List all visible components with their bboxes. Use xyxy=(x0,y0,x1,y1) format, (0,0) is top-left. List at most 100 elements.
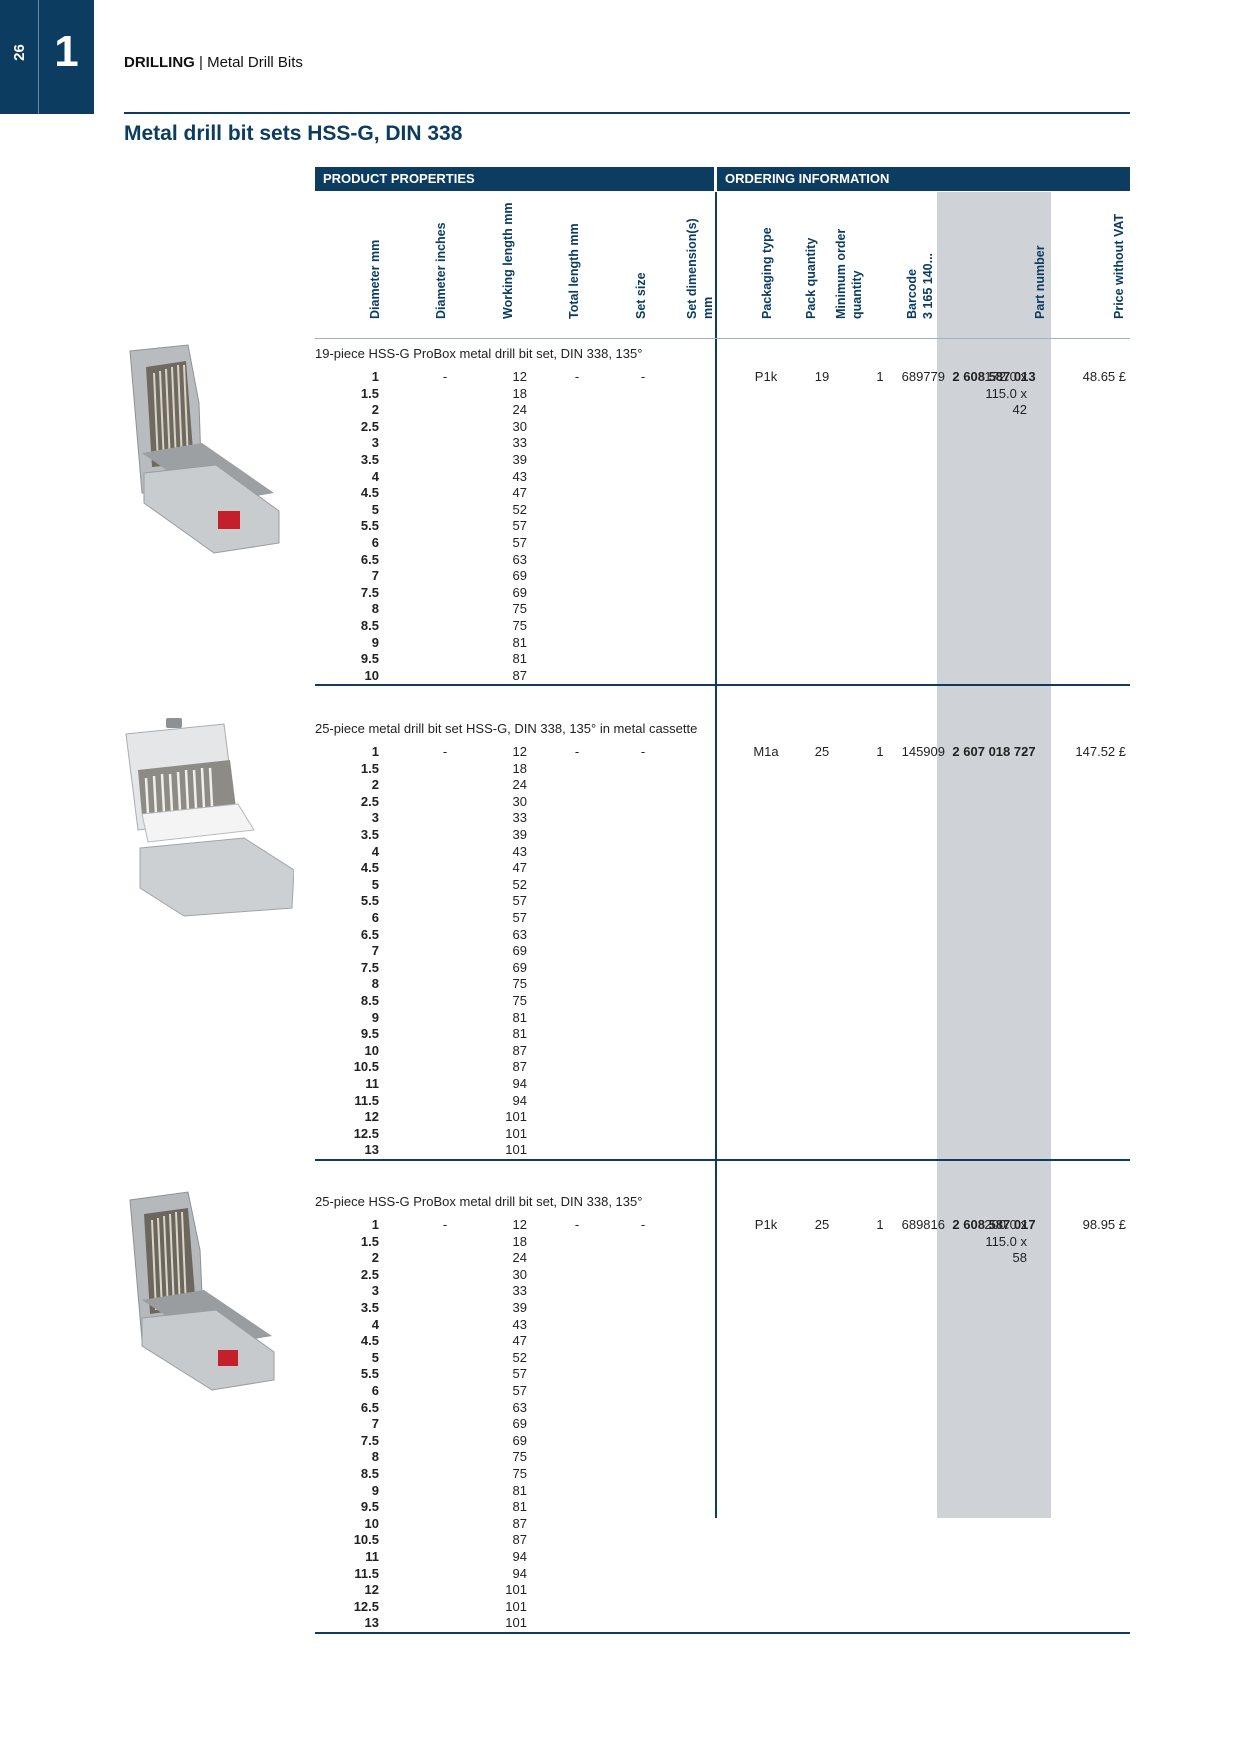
diameter-cell: 8.5 xyxy=(360,993,379,1008)
set-dimension-cell: 58 xyxy=(1012,1250,1027,1266)
diameter-cell: 7.5 xyxy=(360,584,379,600)
working-length-cell: 30 xyxy=(512,793,527,809)
working-length-cell: 12 xyxy=(512,1217,527,1232)
diameter-inches-cell: - xyxy=(442,744,448,759)
total-length-cell: - xyxy=(574,369,580,384)
working-length-cell: 47 xyxy=(512,485,527,501)
diameter-cell: 7.5 xyxy=(360,959,379,975)
working-length-cell: 57 xyxy=(512,535,527,550)
part-number-cell: 2 608 587 017 xyxy=(952,1217,1036,1232)
working-length-cell: 69 xyxy=(512,584,527,600)
working-length-cell: 30 xyxy=(512,418,527,434)
diameter-cell: 12 xyxy=(364,1109,379,1125)
working-length-cell: 75 xyxy=(512,976,527,992)
working-length-cell: 81 xyxy=(512,1482,527,1498)
working-length-cell: 52 xyxy=(512,876,527,892)
working-length-cell: 81 xyxy=(512,1499,527,1515)
barcode-cell: 689779 xyxy=(901,369,945,384)
diameter-cell: 9.5 xyxy=(360,1026,379,1042)
working-length-cell: 75 xyxy=(512,993,527,1008)
diameter-cell: 1.5 xyxy=(360,760,379,776)
diameter-cell: 6 xyxy=(371,535,379,550)
table-row: 8 75 xyxy=(315,975,1130,992)
working-length-cell: 101 xyxy=(505,1582,527,1598)
section-caption: 19-piece HSS-G ProBox metal drill bit se… xyxy=(315,346,643,361)
working-length-cell: 63 xyxy=(512,551,527,567)
diameter-cell: 2.5 xyxy=(360,418,379,434)
tab-divider xyxy=(38,0,39,114)
diameter-cell: 11 xyxy=(365,1549,379,1564)
section-bottom-rule xyxy=(315,1159,1130,1161)
working-length-cell: 33 xyxy=(512,1283,527,1299)
diameter-inches-cell: - xyxy=(442,369,448,384)
diameter-cell: 8 xyxy=(371,601,379,617)
diameter-cell: 4 xyxy=(371,468,379,484)
working-length-cell: 87 xyxy=(512,1532,527,1548)
diameter-cell: 9 xyxy=(371,1009,379,1025)
set-dimension-cell: 42 xyxy=(1012,402,1027,418)
diameter-cell: 10.5 xyxy=(353,1532,379,1548)
pack-quantity-cell: 25 xyxy=(814,1217,830,1232)
packaging-type-cell: P1k xyxy=(754,369,778,384)
diameter-cell: 8 xyxy=(371,1449,379,1465)
price-cell: 98.95 £ xyxy=(1082,1217,1126,1232)
product-properties-header: PRODUCT PROPERTIES xyxy=(315,167,714,191)
total-length-cell: - xyxy=(574,744,580,759)
diameter-cell: 4.5 xyxy=(360,860,379,876)
section-bottom-rule xyxy=(315,1632,1130,1634)
set-dimension-cell: 115.0 x xyxy=(985,385,1027,401)
diameter-cell: 7 xyxy=(371,943,379,959)
diameter-cell: 10 xyxy=(364,667,379,683)
diameter-cell: 2 xyxy=(371,402,379,418)
part-number-cell: 2 608 587 013 xyxy=(952,369,1036,384)
diameter-cell: 12.5 xyxy=(353,1598,379,1614)
working-length-cell: 81 xyxy=(512,634,527,650)
working-length-cell: 18 xyxy=(512,760,527,776)
working-length-cell: 101 xyxy=(505,1125,527,1141)
minimum-order-cell: 1 xyxy=(876,744,884,759)
working-length-cell: 69 xyxy=(512,959,527,975)
working-length-cell: 75 xyxy=(512,601,527,617)
pack-quantity-cell: 25 xyxy=(814,744,830,759)
diameter-cell: 6.5 xyxy=(360,926,379,942)
product-section: 25-piece metal drill bit set HSS-G, DIN … xyxy=(315,721,1130,1166)
working-length-cell: 39 xyxy=(512,827,527,842)
diameter-cell: 8 xyxy=(371,976,379,992)
table-row: 7.5 69 xyxy=(315,584,1130,601)
diameter-cell: 3 xyxy=(371,1283,379,1299)
table-row: 2.5 30 xyxy=(315,418,1130,435)
set-dimension-cell: 115.0 x xyxy=(985,1233,1027,1249)
minimum-order-cell: 1 xyxy=(876,1217,884,1232)
diameter-cell: 9.5 xyxy=(360,651,379,667)
diameter-cell: 3.5 xyxy=(360,827,379,842)
working-length-cell: 101 xyxy=(505,1109,527,1125)
working-length-cell: 57 xyxy=(512,1383,527,1398)
table-row: 1.5 18 xyxy=(315,760,1130,777)
working-length-cell: 39 xyxy=(512,452,527,467)
barcode-cell: 145909 xyxy=(901,744,945,759)
diameter-cell: 6 xyxy=(371,1383,379,1398)
